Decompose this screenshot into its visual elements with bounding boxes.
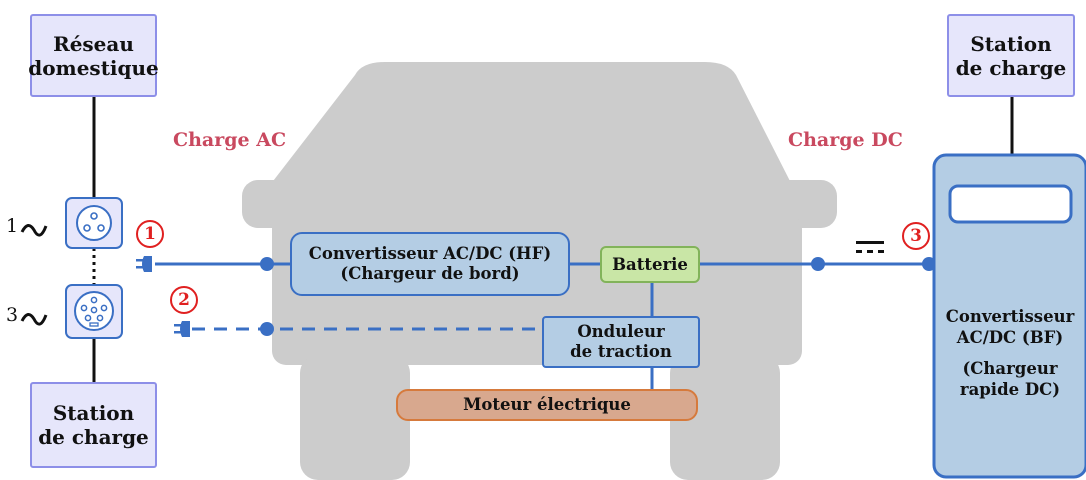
- fast-charger-line2: AC/DC (BF): [956, 328, 1064, 348]
- inverter-line1: Onduleur: [577, 322, 665, 342]
- station-right-line2: de charge: [955, 55, 1067, 80]
- connector-dot: [260, 322, 274, 336]
- onboard-converter-line2: (Chargeur de bord): [340, 264, 520, 283]
- battery-box: Batterie: [600, 246, 700, 283]
- fast-charger-line1: Convertisseur: [945, 307, 1075, 326]
- plug-icon: [174, 321, 190, 337]
- home-grid-line2: domestique: [28, 55, 159, 80]
- phase-single-label: 1: [6, 215, 19, 237]
- fast-charger-body: [932, 153, 1086, 479]
- onboard-converter-line1: Convertisseur AC/DC (HF): [308, 244, 552, 264]
- fast-charger-label: Convertisseur AC/DC (BF) (Chargeur rapid…: [934, 306, 1086, 401]
- phase-three-label: 3: [6, 304, 19, 326]
- home-grid-line1: Réseau: [53, 31, 134, 56]
- marker-three: 3: [902, 222, 930, 250]
- connector-dot: [260, 257, 274, 271]
- marker-one: 1: [136, 220, 164, 248]
- station-left-line2: de charge: [38, 425, 149, 449]
- plug-icon: [136, 256, 152, 272]
- connector-dot: [811, 257, 825, 271]
- fast-charger-screen: [948, 184, 1073, 224]
- fast-charger-line4: rapide DC): [959, 380, 1061, 400]
- motor-box: Moteur électrique: [396, 389, 698, 421]
- single-phase-socket-icon: [65, 197, 123, 249]
- charge-ac-label: Charge AC: [173, 129, 287, 151]
- fast-charger-line3: (Chargeur: [962, 358, 1058, 378]
- ac-three-phase-icon: [20, 313, 48, 326]
- station-left-line1: Station: [52, 401, 135, 425]
- inverter-line2: de traction: [570, 342, 672, 361]
- marker-two: 2: [170, 286, 198, 314]
- charge-dc-label: Charge DC: [788, 129, 903, 151]
- dc-symbol-icon: [856, 241, 884, 253]
- three-phase-socket-icon: [65, 284, 123, 339]
- ac-single-phase-icon: [20, 224, 48, 237]
- station-right-line1: Station: [970, 31, 1052, 56]
- onboard-converter-box: Convertisseur AC/DC (HF)(Chargeur de bor…: [290, 232, 570, 296]
